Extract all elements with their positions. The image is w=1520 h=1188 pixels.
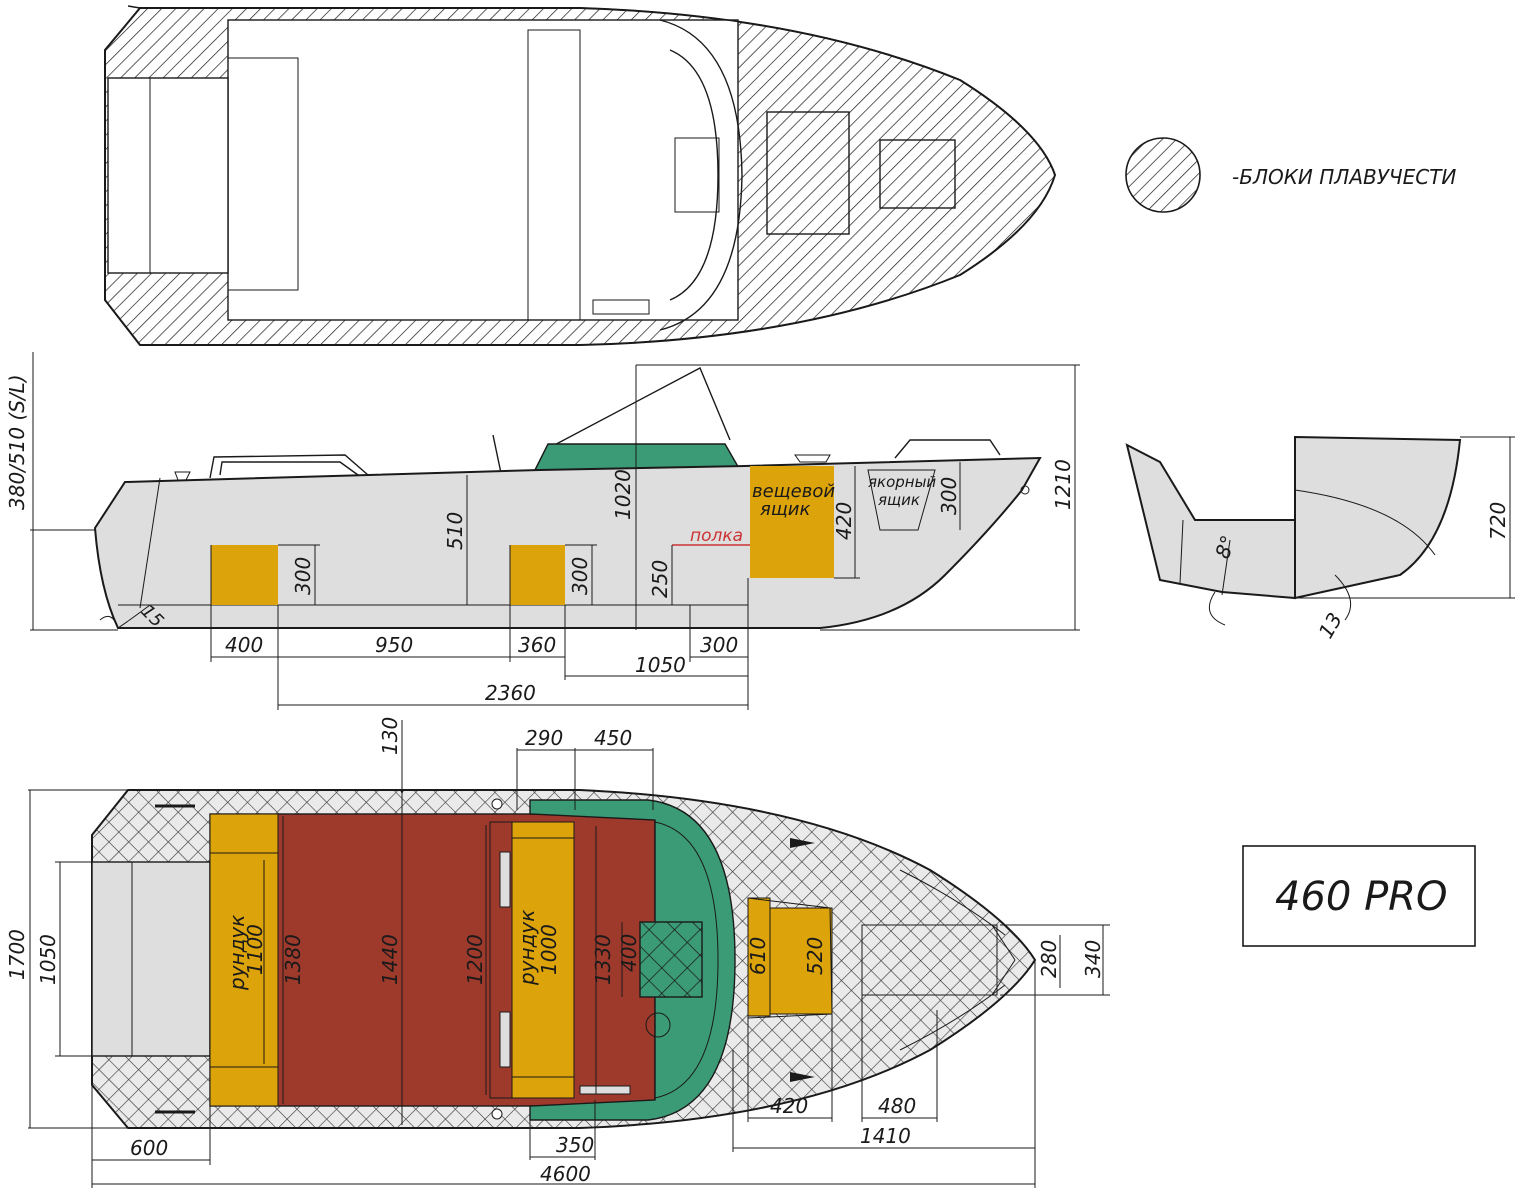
dim-2360: 2360	[485, 681, 536, 705]
aft-box-label: рундук	[225, 915, 249, 991]
gear-box-label-1: вещевой	[752, 481, 835, 502]
width-610: 610	[746, 937, 770, 975]
width-1380: 1380	[281, 934, 305, 985]
transom-height-dim: 380/510 (S/L)	[5, 374, 29, 510]
model-name: 460 PRO	[1275, 874, 1447, 920]
width-280: 280	[1037, 940, 1061, 978]
dim-600: 600	[130, 1136, 168, 1160]
shelf-label: полка	[690, 526, 743, 546]
dim-360: 360	[518, 633, 556, 657]
plan-view: рундук 1100 1380 1440 1200 рундук 1000 1…	[5, 717, 1110, 1188]
dim-290: 290	[525, 726, 563, 750]
legend: -БЛОКИ ПЛАВУЧЕСТИ	[1125, 137, 1456, 213]
top-view-hatch-2	[879, 139, 956, 209]
dim-130: 130	[378, 717, 402, 755]
dim-4600: 4600	[540, 1162, 591, 1186]
gear-box-label-2: ящик	[760, 499, 810, 520]
dim-300: 300	[700, 633, 738, 657]
anchor-box-height-dim: 300	[937, 477, 961, 515]
mid-box-size: 1000	[537, 924, 561, 975]
aft-box-size: 1100	[243, 924, 267, 975]
plan-bow-box-2	[769, 907, 833, 1015]
dim-400: 400	[225, 633, 263, 657]
legend-hatch-swatch	[1125, 137, 1201, 213]
overall-height-dim: 1210	[1051, 459, 1075, 510]
aft-box-height-dim: 300	[291, 557, 315, 595]
dim-350: 350	[556, 1133, 594, 1157]
plan-console	[529, 799, 736, 1121]
anchor-box-label-2: ящик	[878, 491, 920, 509]
dim-950: 950	[375, 633, 413, 657]
plan-aft-box	[209, 813, 279, 1107]
side-gear-box	[750, 466, 834, 578]
seat-height-dim: 510	[443, 512, 467, 550]
mid-box-height-dim: 300	[568, 557, 592, 595]
width-340: 340	[1081, 940, 1105, 978]
plan-console-grid	[639, 921, 703, 998]
legend-label: -БЛОКИ ПЛАВУЧЕСТИ	[1232, 165, 1456, 189]
top-view	[104, 5, 1057, 346]
plan-transom-area	[91, 861, 211, 1057]
anchor-box-label-1: якорный	[868, 473, 936, 491]
section-hull	[1125, 443, 1296, 600]
dim-420: 420	[770, 1094, 808, 1118]
gear-box-height-dim: 420	[832, 502, 856, 540]
side-view: вещевой ящик якорный ящик полка 15 380/5…	[5, 352, 1080, 710]
model-label-box: 460 PRO	[1242, 845, 1476, 947]
width-1330: 1330	[591, 934, 615, 985]
shelf-height-dim: 250	[648, 560, 672, 598]
top-view-hatch-1	[766, 111, 850, 235]
top-view-aft-section	[107, 77, 229, 274]
windshield-height-dim: 1020	[611, 469, 635, 520]
plan-mid-box	[511, 821, 575, 1099]
dim-1050: 1050	[635, 653, 686, 677]
width-520: 520	[803, 937, 827, 975]
section-height-dim: 720	[1486, 502, 1510, 540]
plan-cockpit-floor	[209, 813, 656, 1107]
side-aft-box	[211, 545, 278, 605]
transom-width-dim: 1050	[36, 934, 60, 985]
dim-480: 480	[878, 1094, 916, 1118]
width-1440: 1440	[378, 934, 402, 985]
width-400: 400	[617, 934, 641, 972]
width-1200: 1200	[463, 934, 487, 985]
side-mid-box	[510, 545, 565, 605]
mid-box-label: рундук	[515, 910, 539, 986]
top-view-cockpit	[227, 19, 739, 321]
dim-1410: 1410	[860, 1124, 911, 1148]
angle-13-label: 13	[1314, 608, 1348, 642]
beam-dim: 1700	[5, 929, 29, 980]
dim-450: 450	[594, 726, 632, 750]
section-view: 8° 13 720	[1125, 435, 1515, 643]
